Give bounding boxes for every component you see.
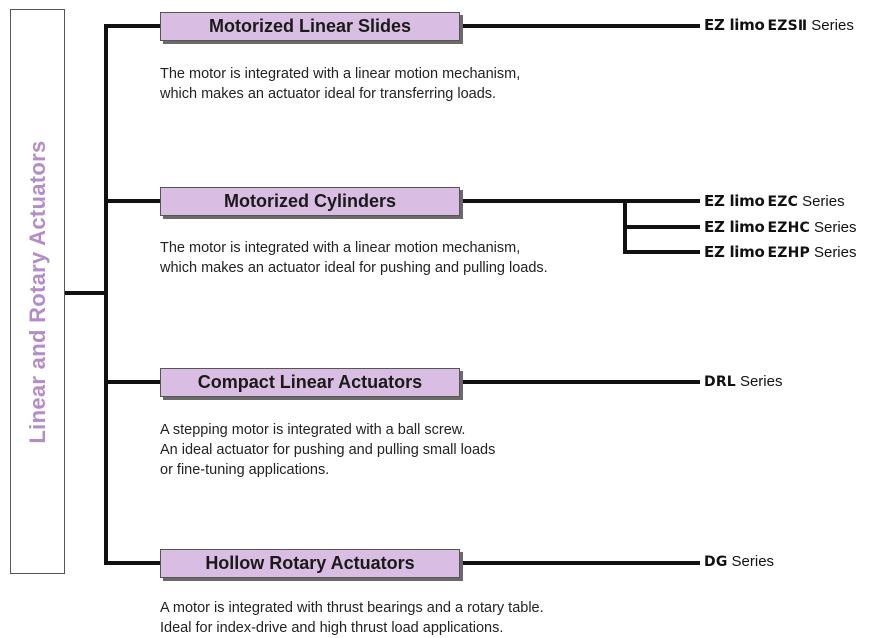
series-prefix: EZ limo (704, 16, 765, 34)
root-category-label: Linear and Rotary Actuators (24, 139, 50, 444)
category-description-motorized-cylinders: The motor is integrated with a linear mo… (160, 238, 548, 278)
category-title: Compact Linear Actuators (197, 372, 423, 392)
series-model: EZSⅡ (767, 18, 808, 34)
series-suffix: Series (802, 193, 845, 210)
series-prefix: EZ limo (704, 192, 765, 210)
category-title: Motorized Linear Slides (208, 16, 412, 36)
series-model: DRL (704, 374, 736, 390)
series-model: EZHP (767, 245, 810, 261)
series-model: EZHC (767, 220, 810, 236)
category-title: Motorized Cylinders (223, 191, 397, 211)
category-description-motorized-linear-slides: The motor is integrated with a linear mo… (160, 64, 520, 104)
series-model: DG (704, 554, 728, 570)
series-model: EZC (767, 194, 799, 210)
series-suffix: Series (731, 553, 775, 570)
description-line: An ideal actuator for pushing and pullin… (160, 442, 496, 458)
series-suffix: Series (813, 244, 857, 261)
series-prefix: EZ limo (704, 218, 765, 236)
series-suffix: Series (813, 219, 857, 236)
root-category-box: Linear and Rotary Actuators (10, 9, 65, 574)
category-box-motorized-cylinders: Motorized Cylinders (160, 187, 460, 216)
series-prefix: EZ limo (704, 243, 765, 261)
category-description-hollow-rotary-actuators: A motor is integrated with thrust bearin… (160, 598, 544, 638)
description-line: Ideal for index-drive and high thrust lo… (160, 620, 504, 636)
category-box-motorized-linear-slides: Motorized Linear Slides (160, 12, 460, 41)
description-line: or fine-tuning applications. (160, 462, 330, 478)
category-box-hollow-rotary-actuators: Hollow Rotary Actuators (160, 549, 460, 578)
description-line: The motor is integrated with a linear mo… (160, 66, 521, 82)
series-suffix: Series (739, 373, 783, 390)
description-line: A stepping motor is integrated with a ba… (160, 422, 466, 438)
description-line: which makes an actuator ideal for transf… (160, 86, 497, 102)
description-line: A motor is integrated with thrust bearin… (160, 600, 544, 616)
category-box-compact-linear-actuators: Compact Linear Actuators (160, 368, 460, 397)
description-line: The motor is integrated with a linear mo… (160, 240, 521, 256)
category-title: Hollow Rotary Actuators (205, 553, 415, 573)
category-description-compact-linear-actuators: A stepping motor is integrated with a ba… (160, 420, 495, 480)
description-line: which makes an actuator ideal for pushin… (160, 260, 548, 276)
series-suffix: Series (811, 17, 854, 34)
